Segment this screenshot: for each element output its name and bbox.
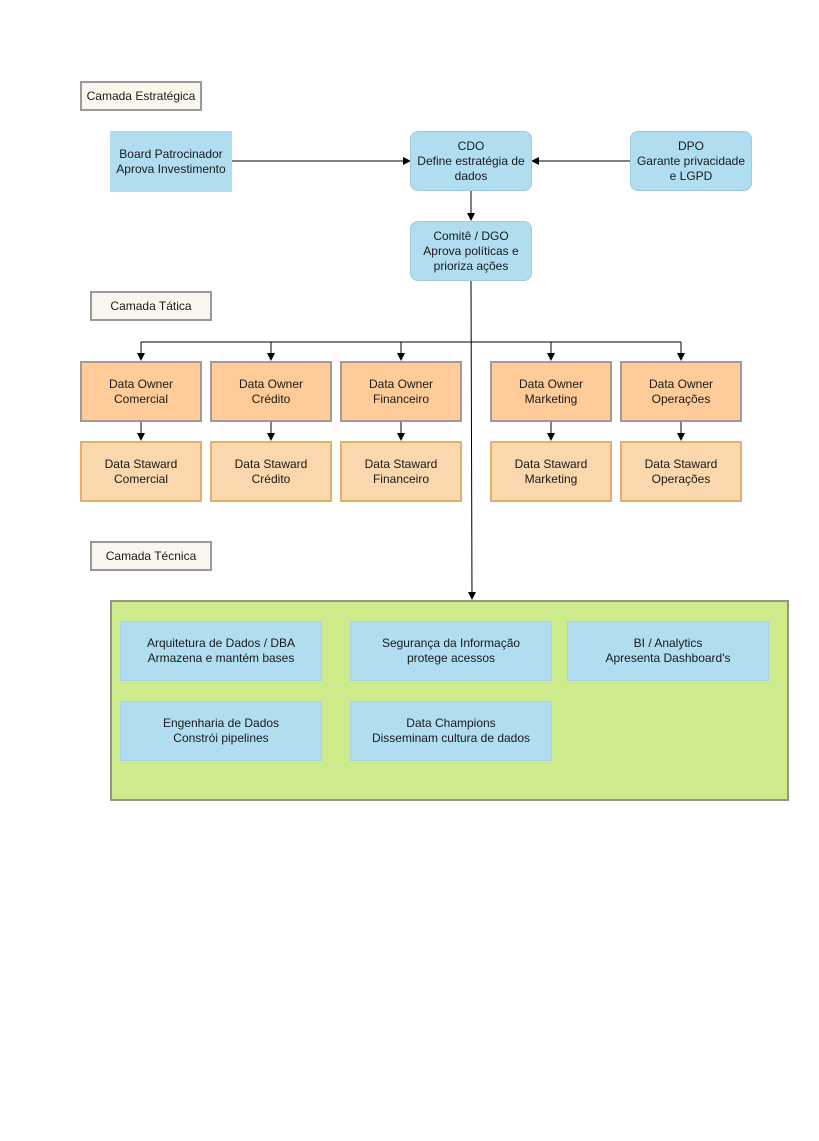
node-dpo: DPO Garante privacidade e LGPD (630, 131, 752, 191)
node-board: Board Patrocinador Aprova Investimento (110, 131, 232, 192)
layer-label-strategic: Camada Estratégica (80, 81, 202, 111)
edge-committee-to-technical (467, 280, 476, 600)
node-tech-engenharia: Engenharia de Dados Constrói pipelines (120, 701, 322, 761)
node-steward-financeiro: Data Staward Financeiro (340, 441, 462, 502)
node-steward-operacoes: Data Staward Operações (620, 441, 742, 502)
node-tech-champions: Data Champions Disseminam cultura de dad… (350, 701, 552, 761)
node-owner-comercial: Data Owner Comercial (80, 361, 202, 422)
node-owner-financeiro: Data Owner Financeiro (340, 361, 462, 422)
node-owner-marketing: Data Owner Marketing (490, 361, 612, 422)
node-tech-seguranca: Segurança da Informação protege acessos (350, 621, 552, 681)
node-steward-marketing: Data Staward Marketing (490, 441, 612, 502)
node-tech-bi-analytics: BI / Analytics Apresenta Dashboard's (567, 621, 769, 681)
node-cdo: CDO Define estratégia de dados (410, 131, 532, 191)
node-owner-credito: Data Owner Crédito (210, 361, 332, 422)
node-steward-credito: Data Staward Crédito (210, 441, 332, 502)
layer-label-technical: Camada Técnica (90, 541, 212, 571)
node-tech-arquitetura: Arquitetura de Dados / DBA Armazena e ma… (120, 621, 322, 681)
node-steward-comercial: Data Staward Comercial (80, 441, 202, 502)
node-owner-operacoes: Data Owner Operações (620, 361, 742, 422)
layer-label-tactical: Camada Tática (90, 291, 212, 321)
node-committee: Comitê / DGO Aprova políticas e prioriza… (410, 221, 532, 281)
